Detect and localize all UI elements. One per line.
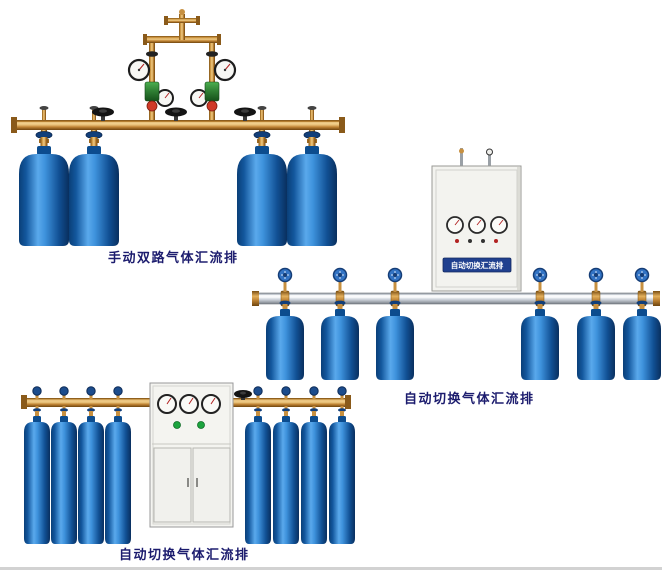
indicator-light (197, 421, 205, 429)
pipe-end-cap (339, 117, 345, 133)
manual-manifold-photo (11, 9, 345, 247)
pressure-regulator (190, 58, 237, 112)
pipe-end-cap (252, 291, 259, 306)
gas-cylinder (321, 300, 359, 380)
gas-cylinder (68, 131, 120, 247)
cabinet-door (153, 447, 192, 523)
station-valve-handwheel (387, 267, 403, 292)
control-cabinet (149, 382, 234, 528)
caption-manual-dual-manifold: 手动双路气体汇流排 (108, 251, 239, 266)
manifold-rail (252, 291, 660, 306)
pipe-end-cap (345, 395, 351, 409)
door-handle (196, 478, 198, 487)
auto-manifold-photo-2 (21, 382, 355, 544)
gas-cylinder (521, 300, 559, 380)
gas-cylinder (301, 408, 327, 544)
indicator-light (173, 421, 181, 429)
cylinder-drop-pipes (39, 130, 317, 143)
shutoff-valve-handwheel (165, 107, 187, 121)
caption-auto-switch-manifold-right: 自动切换气体汇流排 (404, 392, 535, 407)
bottom-rule (0, 567, 662, 570)
auto-manifold-photo: 自动切换汇流排 (252, 148, 661, 380)
cabinet-nameplate (442, 257, 512, 273)
indicator-light (468, 239, 472, 243)
station-valve-handwheel (588, 267, 604, 292)
gas-cylinder (245, 408, 271, 544)
figure-manual-dual-manifold (8, 8, 348, 250)
gas-cylinder (329, 408, 355, 544)
pipe-end-cap (653, 291, 660, 306)
shutoff-valve-handwheel (234, 107, 256, 121)
regulator-knob (206, 100, 218, 112)
station-valve-handwheel (277, 267, 293, 292)
gas-cylinder (18, 131, 70, 247)
cabinet-nameplate-text: 自动切换汇流排 (451, 260, 504, 270)
figure-auto-switch-manifold-bottom (18, 376, 358, 548)
top-tee-outlet (164, 9, 200, 40)
gas-cylinder (577, 300, 615, 380)
indicator-light (494, 239, 498, 243)
door-handle (187, 478, 189, 487)
regulator-knob (146, 100, 158, 112)
indicator-light (455, 239, 459, 243)
pressure-regulator (127, 58, 174, 112)
indicator-light (481, 239, 485, 243)
gas-cylinder (266, 300, 304, 380)
caption-auto-switch-manifold-bottom: 自动切换气体汇流排 (119, 548, 250, 563)
pipe-end-cap (11, 117, 17, 133)
station-valve-handwheel (634, 267, 650, 292)
station-valve-handwheel (332, 267, 348, 292)
gas-cylinder (78, 408, 104, 544)
control-cabinet: 自动切换汇流排 (431, 165, 522, 292)
gas-cylinder (24, 408, 50, 544)
station-valve-handwheels (32, 386, 347, 399)
riser-pipes (146, 41, 218, 120)
gas-cylinder (376, 300, 414, 380)
shutoff-valve-handwheel (92, 107, 114, 121)
cabinet-door (192, 447, 231, 523)
cabinet-top-piping (459, 148, 493, 166)
gas-cylinder (105, 408, 131, 544)
gas-cylinder (273, 408, 299, 544)
manifold-pipe (11, 117, 345, 133)
station-valve-handwheel (532, 267, 548, 292)
gas-cylinder (51, 408, 77, 544)
figure-auto-switch-manifold-right: 自动切换汇流排 (250, 146, 662, 386)
shutoff-valve-handwheel (234, 390, 252, 400)
gas-cylinder (623, 300, 661, 380)
pipe-end-cap (21, 395, 27, 409)
